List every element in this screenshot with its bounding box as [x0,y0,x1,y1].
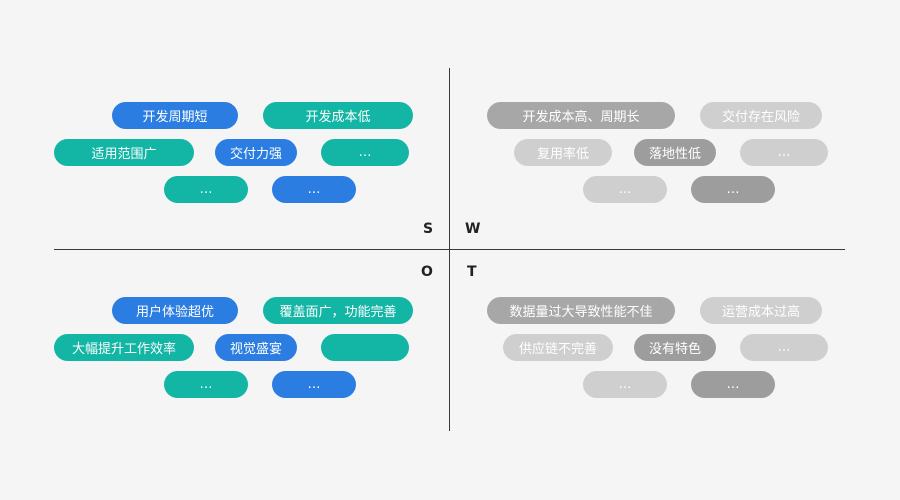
opportunity-tag: 覆盖面广，功能完善 [263,297,413,324]
label-w: W [465,221,481,237]
threat-tag: 数据量过大导致性能不佳 [487,297,675,324]
strength-tag: … [321,139,409,166]
opportunity-tag: 视觉盛宴 [215,334,297,361]
label-s: S [423,221,434,237]
label-o: O [421,264,433,280]
strength-tag: 交付力强 [215,139,297,166]
weakness-tag: 落地性低 [634,139,716,166]
weakness-tag: 复用率低 [514,139,612,166]
opportunity-tag: 用户体验超优 [112,297,238,324]
opportunity-tag: … [164,371,248,398]
label-t: T [467,264,477,280]
threat-tag: … [691,371,775,398]
threat-tag: 供应链不完善 [503,334,613,361]
weakness-tag: … [691,176,775,203]
strength-tag: 开发周期短 [112,102,238,129]
weakness-tag: 开发成本高、周期长 [487,102,675,129]
horizontal-axis [54,249,845,250]
weakness-tag: 交付存在风险 [700,102,822,129]
opportunity-tag [321,334,409,361]
threat-tag: 运营成本过高 [700,297,822,324]
weakness-tag: … [583,176,667,203]
opportunity-tag: 大幅提升工作效率 [54,334,194,361]
strength-tag: … [272,176,356,203]
strength-tag: … [164,176,248,203]
strength-tag: 开发成本低 [263,102,413,129]
weakness-tag: … [740,139,828,166]
threat-tag: … [583,371,667,398]
strength-tag: 适用范围广 [54,139,194,166]
opportunity-tag: … [272,371,356,398]
threat-tag: 没有特色 [634,334,716,361]
threat-tag: … [740,334,828,361]
